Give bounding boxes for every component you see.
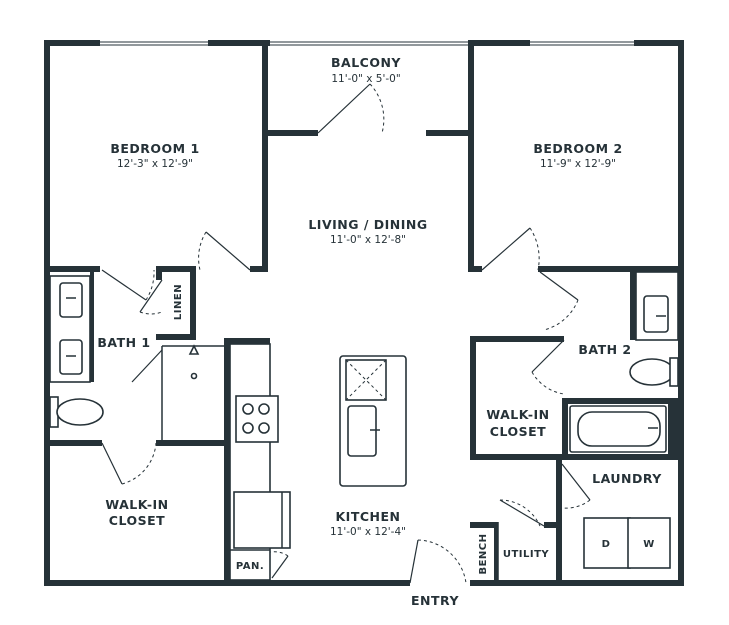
bath1-fixtures (49, 275, 224, 428)
walkin1-label-line2: CLOSET (109, 513, 165, 528)
washer-label: W (643, 539, 655, 550)
bedroom1-dims: 12'-3" x 12'-9" (117, 158, 193, 170)
bench-label: BENCH (478, 533, 489, 574)
room-labels: BALCONY 11'-0" x 5'-0" BEDROOM 1 12'-3" … (97, 55, 662, 608)
bedroom1-label: BEDROOM 1 (110, 141, 199, 156)
living-label: LIVING / DINING (308, 217, 427, 232)
balcony-label: BALCONY (331, 55, 401, 70)
linen-label: LINEN (173, 284, 184, 320)
kitchen-fixtures (229, 343, 291, 581)
balcony-dims: 11'-0" x 5'-0" (331, 73, 400, 85)
utility-label: UTILITY (503, 549, 550, 560)
laundry-label: LAUNDRY (592, 471, 662, 486)
pantry-label: PAN. (236, 561, 264, 572)
kitchen-label: KITCHEN (336, 509, 401, 524)
bedroom2-dims: 11'-9" x 12'-9" (540, 158, 616, 170)
walkin1-label-line1: WALK-IN (105, 497, 168, 512)
doors (101, 83, 591, 584)
bath2-label: BATH 2 (578, 342, 631, 357)
interior-walls (44, 40, 684, 586)
bath2-fixtures (569, 271, 679, 453)
living-dims: 11'-0" x 12'-8" (330, 234, 406, 246)
walkin2-label-line1: WALK-IN (486, 407, 549, 422)
entry-label: ENTRY (411, 593, 459, 608)
bath1-label: BATH 1 (97, 335, 150, 350)
bedroom2-label: BEDROOM 2 (533, 141, 622, 156)
laundry-fixtures (497, 517, 671, 586)
walkin2-label-line2: CLOSET (490, 424, 546, 439)
windows (100, 41, 634, 46)
dryer-label: D (602, 539, 611, 550)
kitchen-island (339, 355, 407, 487)
kitchen-dims: 11'-0" x 12'-4" (330, 526, 406, 538)
